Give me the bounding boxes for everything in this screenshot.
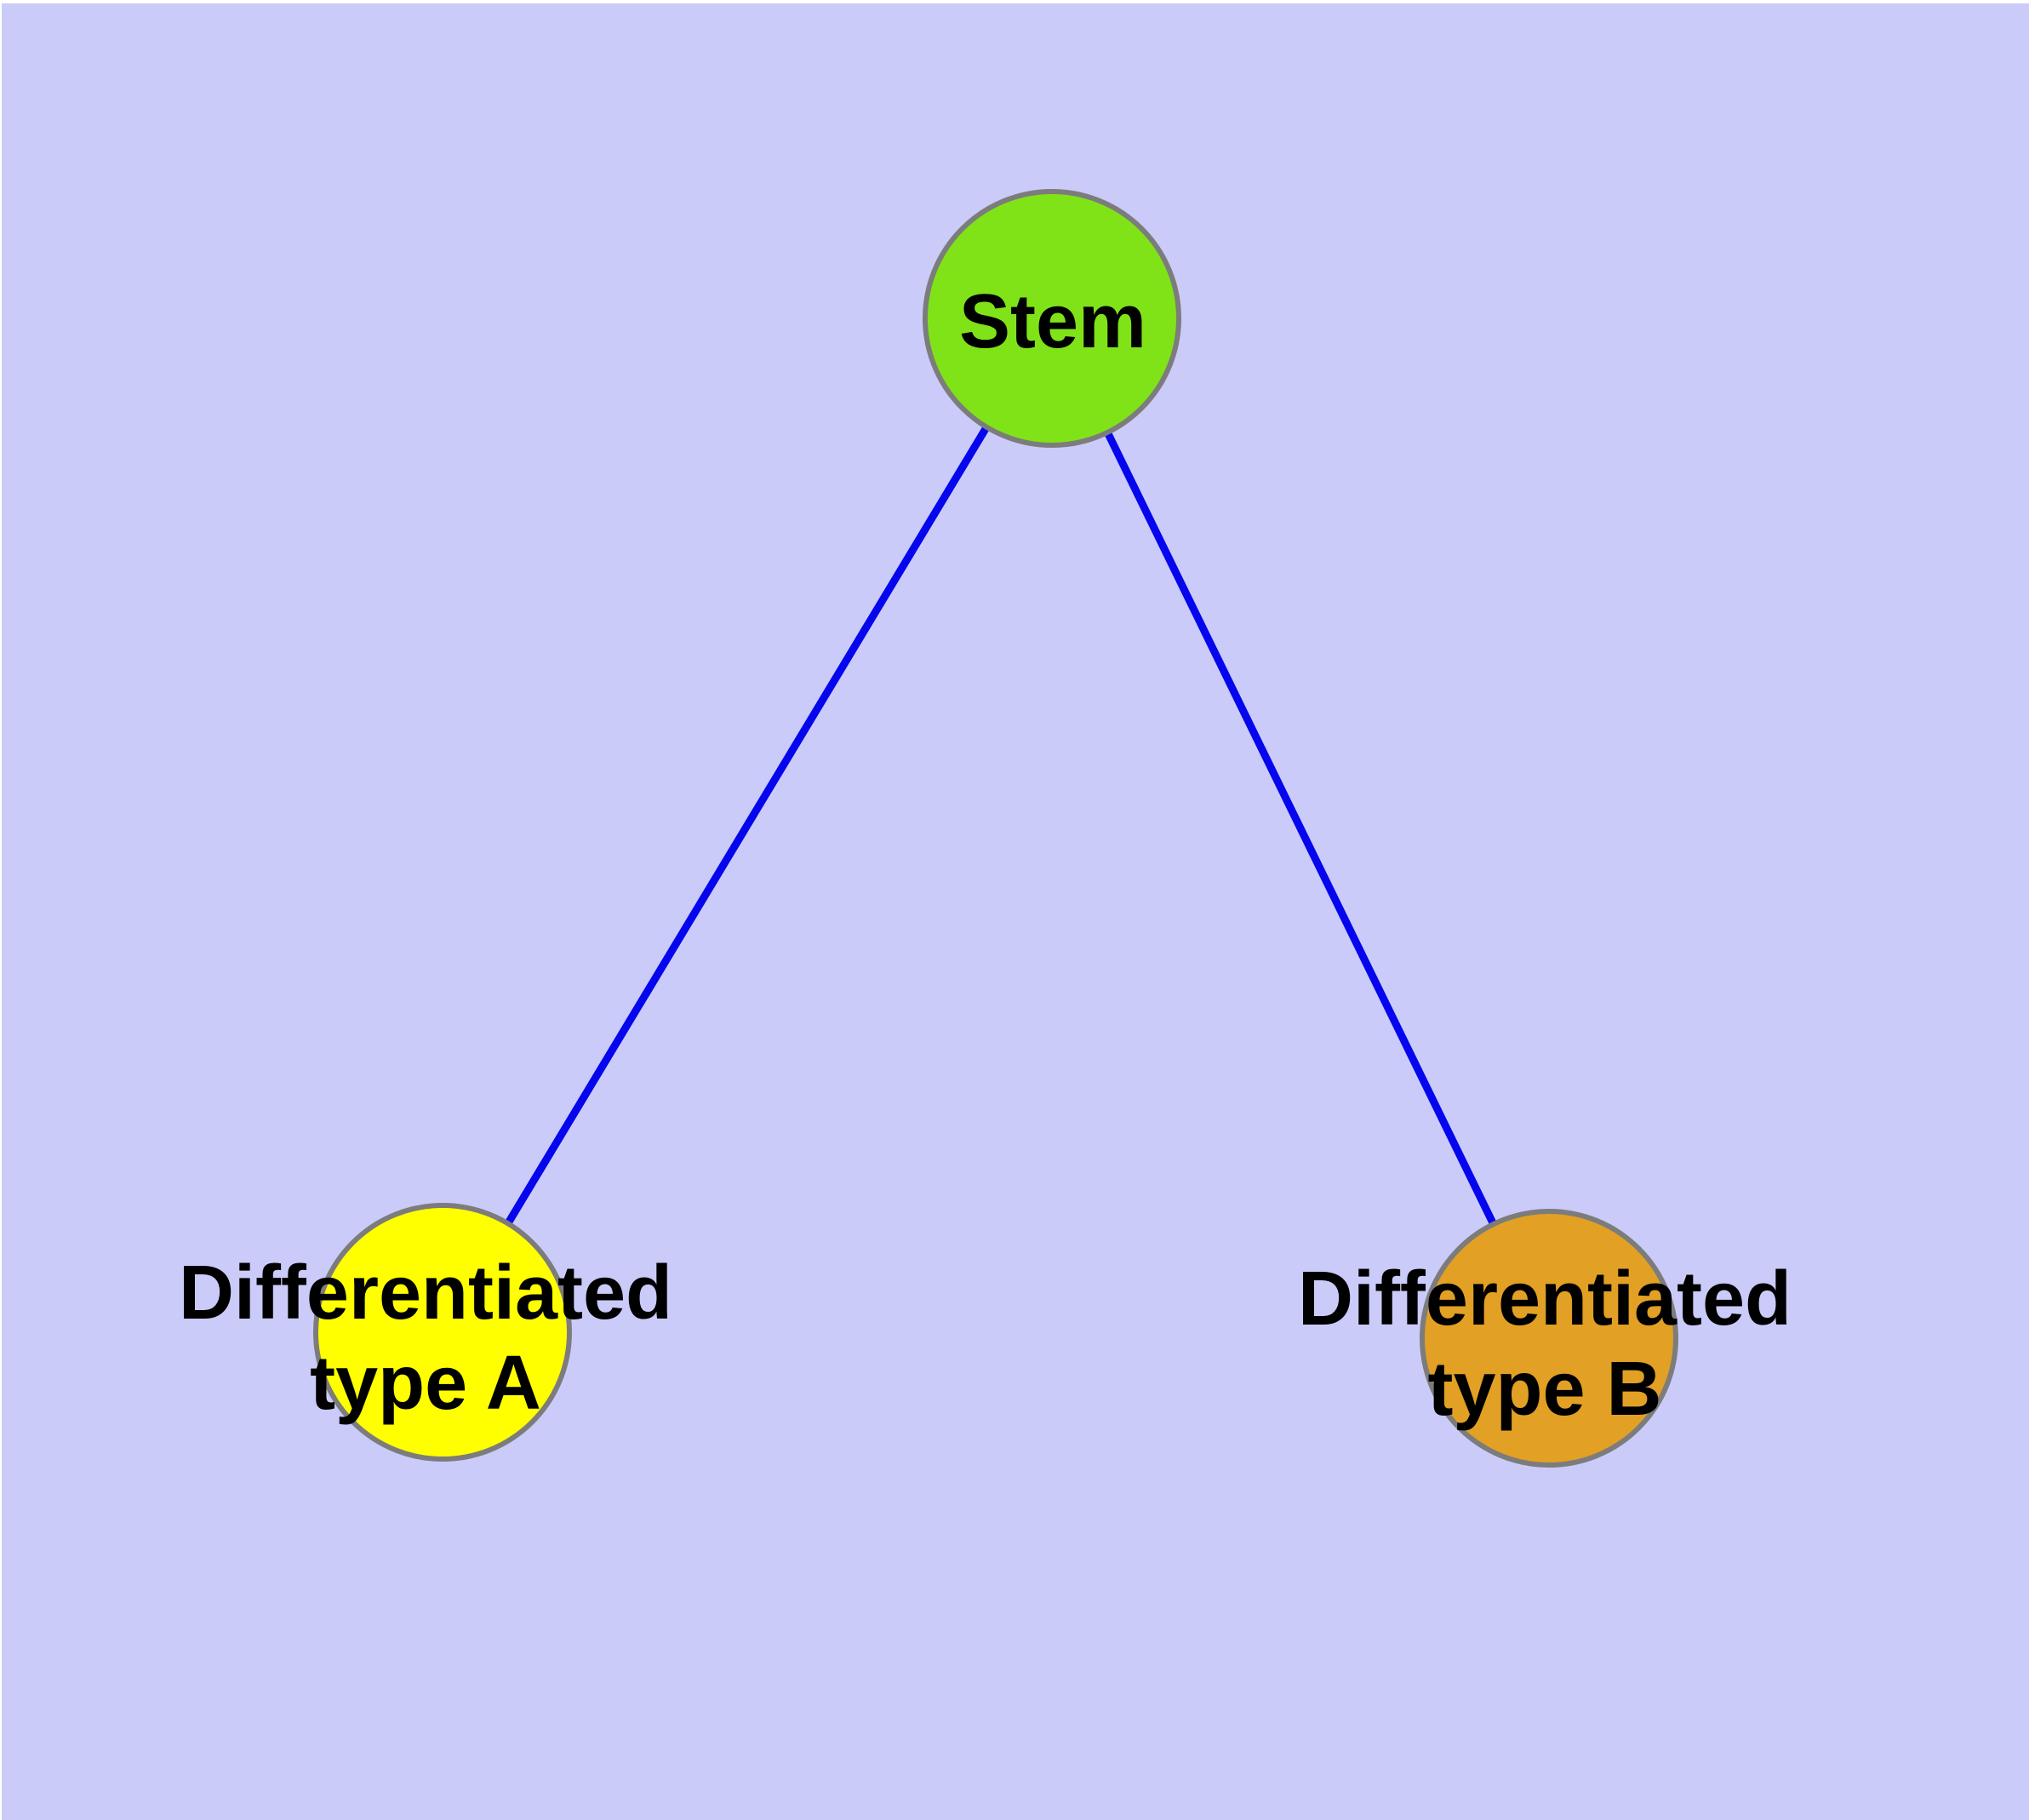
node-differentiated-type-a — [313, 1203, 572, 1462]
edge-stem-to-type-a — [439, 316, 1055, 1335]
node-type-b-label-line2: type B — [1427, 1347, 1661, 1432]
node-differentiated-type-b — [1420, 1209, 1678, 1468]
edge-stem-to-type-b — [1048, 317, 1553, 1340]
node-stem — [923, 189, 1181, 448]
node-type-a-label-line1: Differentiated — [179, 1251, 672, 1336]
node-stem-label: Stem — [959, 279, 1146, 364]
node-type-a-label-line2: type A — [310, 1341, 541, 1426]
node-type-b-label-line1: Differentiated — [1298, 1256, 1792, 1342]
